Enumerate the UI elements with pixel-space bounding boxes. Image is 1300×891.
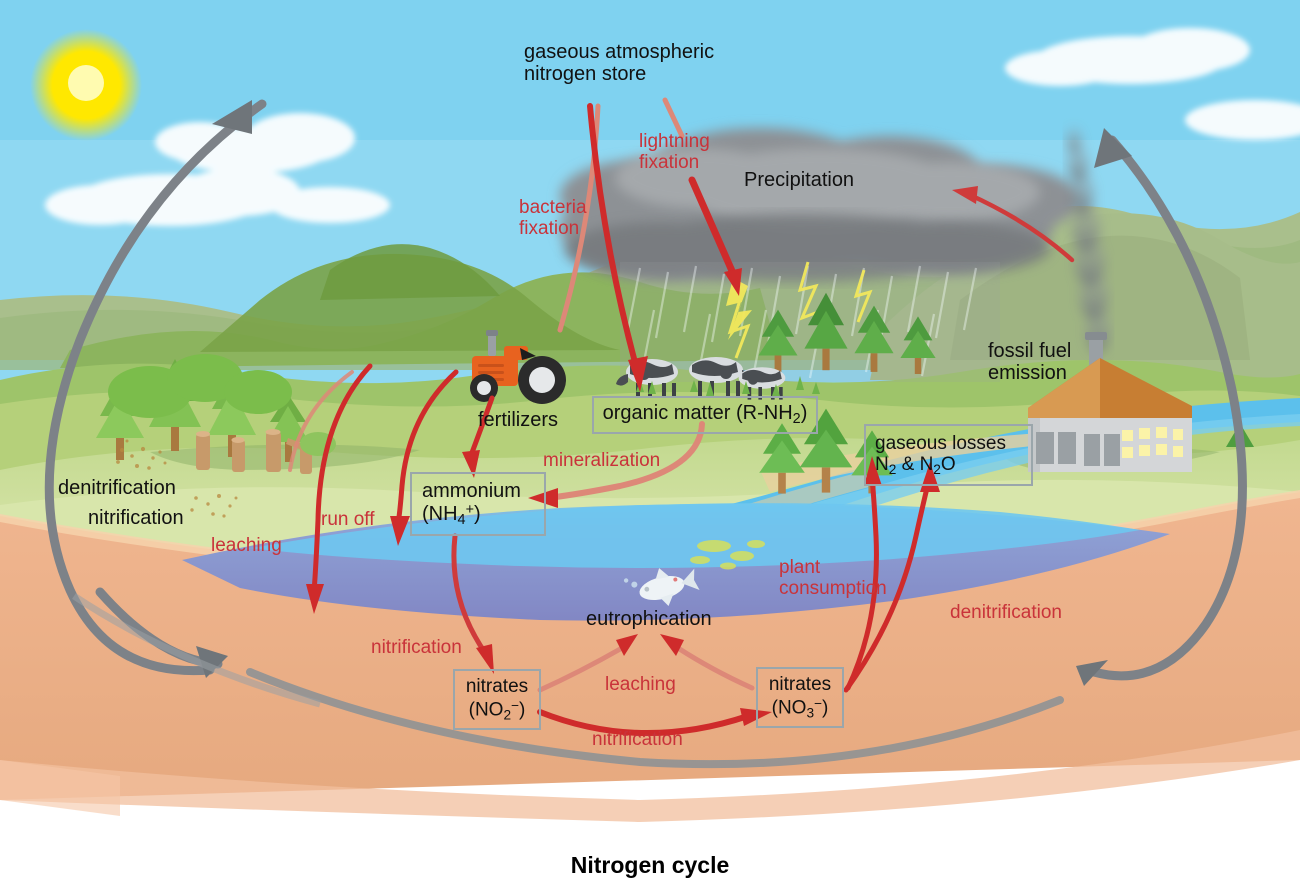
box-gaseous-losses: gaseous losses N2 & N2O — [864, 424, 1033, 486]
factory-icon — [1028, 127, 1192, 472]
lightning-bolt-icon — [726, 261, 873, 359]
label-nitrification-left: nitrification — [88, 507, 184, 529]
label-plant-consumption: plant consumption — [779, 557, 887, 600]
label-fossil-fuel-emission: fossil fuel emission — [988, 340, 1072, 385]
landscape-art — [0, 0, 1300, 822]
cycle-arrowhead-bottomright — [1076, 660, 1108, 686]
label-gaseous-atmospheric-nitrogen-store: gaseous atmospheric nitrogen store — [524, 41, 715, 86]
label-run-off: run off — [321, 509, 375, 530]
soil-speckle-cluster-2 — [190, 494, 238, 518]
label-leaching-mid: leaching — [605, 674, 676, 695]
label-eutrophication: eutrophication — [586, 608, 712, 630]
label-mineralization: mineralization — [543, 450, 661, 471]
box-nitrites: nitrates (NO2−) — [453, 669, 541, 730]
label-bacteria-fixation: bacteria fixation — [519, 197, 587, 240]
label-precipitation: Precipitation — [744, 169, 855, 191]
storm-cloud-icon — [560, 128, 1080, 282]
label-denitrification-right: denitrification — [950, 602, 1062, 623]
figure-title: Nitrogen cycle — [570, 852, 730, 878]
process-arrows — [288, 97, 1075, 737]
cycle-arrowhead-topright — [1094, 128, 1132, 168]
cycle-arrowhead-bottomleft — [196, 646, 228, 678]
illustration-scene: gaseous atmospheric nitrogen store light… — [0, 0, 1300, 822]
fish-icon — [623, 568, 700, 606]
cloud-icon — [45, 28, 1300, 226]
label-nitrification-bottom: nitrification — [592, 729, 683, 750]
label-leaching-left: leaching — [211, 535, 282, 556]
box-organic-matter: organic matter (R-NH2) — [592, 396, 818, 434]
box-nitrates: nitrates (NO3−) — [756, 667, 844, 728]
label-nitrification-mid: nitrification — [371, 637, 462, 658]
algae-icon — [690, 540, 765, 570]
label-lightning-fixation: lightning fixation — [639, 131, 710, 174]
label-denitrification-left: denitrification — [58, 477, 176, 499]
cycle-arrowhead-topleft — [212, 100, 252, 134]
sun-icon — [30, 29, 142, 141]
tractor-icon — [470, 330, 566, 404]
box-ammonium: ammonium (NH4+) — [410, 472, 546, 536]
soil-speckle-cluster-1 — [116, 439, 167, 470]
conifer-tree-icon-group-right — [758, 292, 1254, 494]
label-fertilizers: fertilizers — [478, 409, 559, 431]
